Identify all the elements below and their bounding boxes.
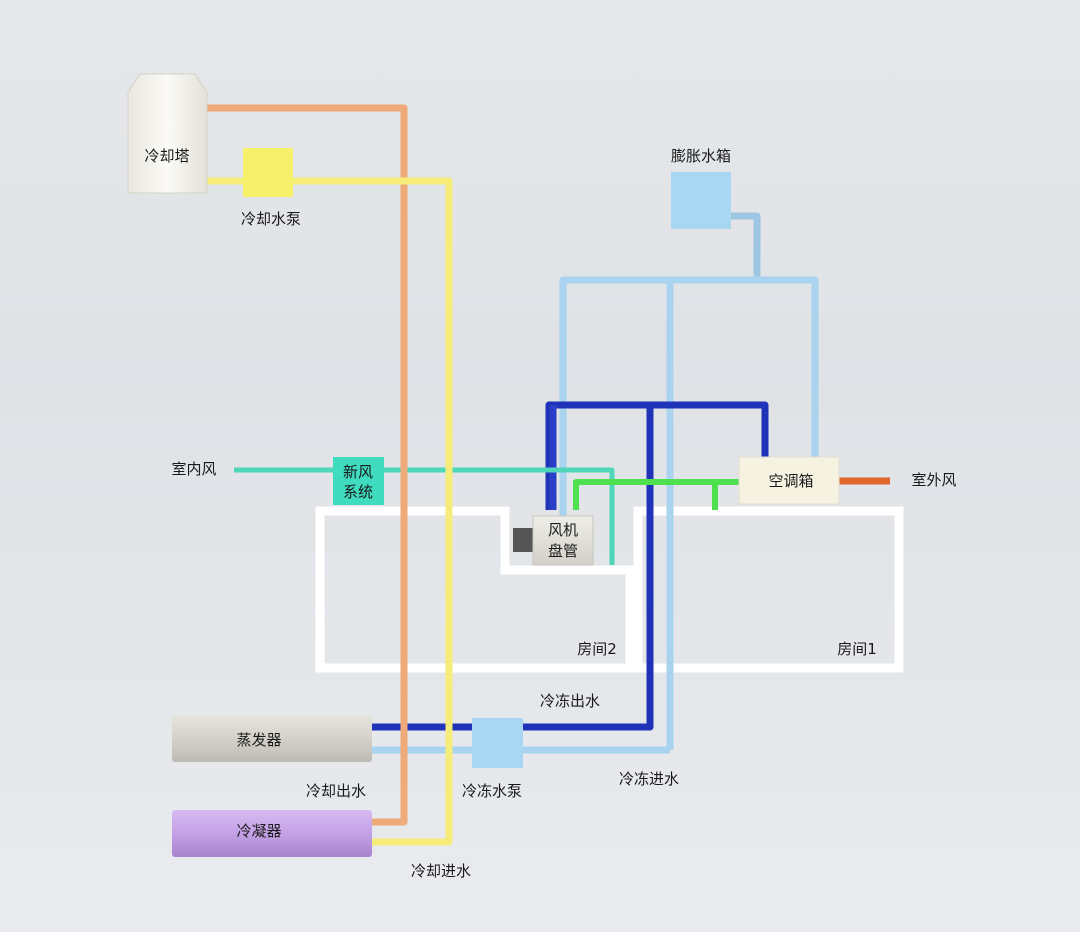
outdoor-air-label: 室外风	[911, 471, 956, 489]
chilled-water-pump	[472, 718, 523, 768]
expansion-tank-label: 膨胀水箱	[671, 147, 731, 165]
evaporator-label: 蒸发器	[236, 731, 281, 749]
room1-label: 房间1	[837, 640, 877, 658]
room2-outline	[315, 506, 635, 673]
fresh-air-label-2: 系统	[343, 483, 373, 501]
cooling-water-pump	[243, 148, 293, 197]
room1-outline	[633, 506, 904, 673]
expansion-tank	[671, 172, 731, 229]
ahu-label: 空调箱	[768, 472, 813, 490]
indoor-air-label: 室内风	[171, 460, 216, 478]
evaporator: 蒸发器	[172, 716, 372, 762]
chilled-supply-label: 冷冻出水	[540, 692, 600, 710]
chilled-return-label: 冷冻进水	[619, 770, 679, 788]
chilled-supply-pipes	[372, 401, 769, 731]
cooling-in-pipe	[207, 177, 453, 846]
fresh-air-system: 新风 系统	[333, 457, 384, 505]
fan-coil-label-1: 风机	[548, 521, 578, 539]
cooling-water-pump-label: 冷却水泵	[241, 210, 301, 228]
cooling-in-label: 冷却进水	[411, 862, 471, 880]
room-outlines	[315, 506, 904, 673]
cooling-out-label: 冷却出水	[306, 782, 366, 800]
cooling-out-pipe	[207, 104, 408, 826]
chilled-pump-label: 冷冻水泵	[462, 782, 522, 800]
cooling-tower: 冷却塔	[127, 73, 208, 194]
room2-label: 房间2	[577, 640, 617, 658]
cooling-tower-label: 冷却塔	[144, 147, 189, 165]
condenser: 冷凝器	[172, 810, 372, 857]
air-handling-unit: 空调箱	[738, 456, 840, 505]
condenser-label: 冷凝器	[236, 822, 281, 840]
ahu-green-pipes	[573, 479, 740, 510]
fan-coil-unit: 风机 盘管	[513, 515, 594, 566]
fresh-air-label-1: 新风	[343, 463, 373, 481]
fan-coil-label-2: 盘管	[548, 542, 578, 560]
